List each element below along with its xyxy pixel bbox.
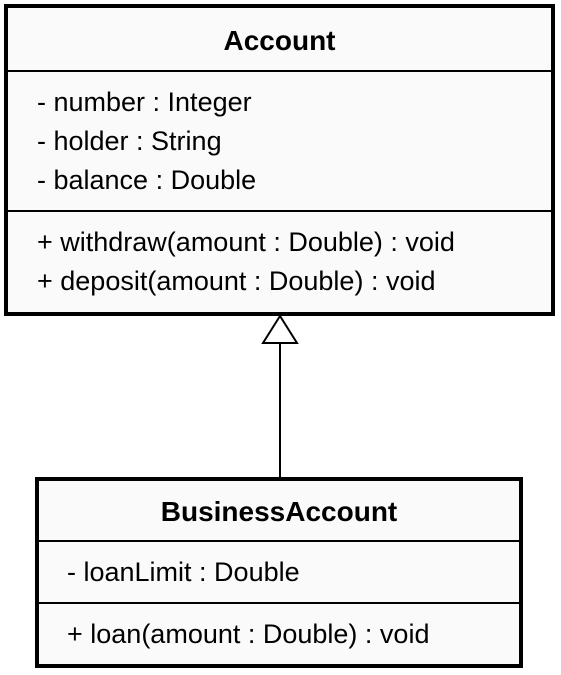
- attribute-loan-limit: - loanLimit : Double: [67, 557, 300, 587]
- class-box-account: Account - number : Integer - holder : St…: [4, 4, 555, 316]
- attributes-section-business-account: - loanLimit : Double: [39, 540, 519, 602]
- class-box-business-account: BusinessAccount - loanLimit : Double + l…: [35, 477, 523, 668]
- attribute-number: - number : Integer: [37, 87, 252, 117]
- operation-withdraw: + withdraw(amount : Double) : void: [37, 227, 455, 257]
- attributes-section-account: - number : Integer - holder : String - b…: [8, 70, 551, 210]
- operations-section-account: + withdraw(amount : Double) : void + dep…: [8, 210, 551, 301]
- class-name-account: Account: [223, 25, 336, 56]
- operation-loan: + loan(amount : Double) : void: [67, 619, 430, 649]
- generalization-arrowhead: [261, 314, 299, 344]
- operations-section-business-account: + loan(amount : Double) : void: [39, 602, 519, 654]
- class-name-business-account: BusinessAccount: [160, 496, 398, 527]
- operation-deposit: + deposit(amount : Double) : void: [37, 266, 436, 296]
- attribute-holder: - holder : String: [37, 126, 222, 156]
- attribute-balance: - balance : Double: [37, 165, 257, 195]
